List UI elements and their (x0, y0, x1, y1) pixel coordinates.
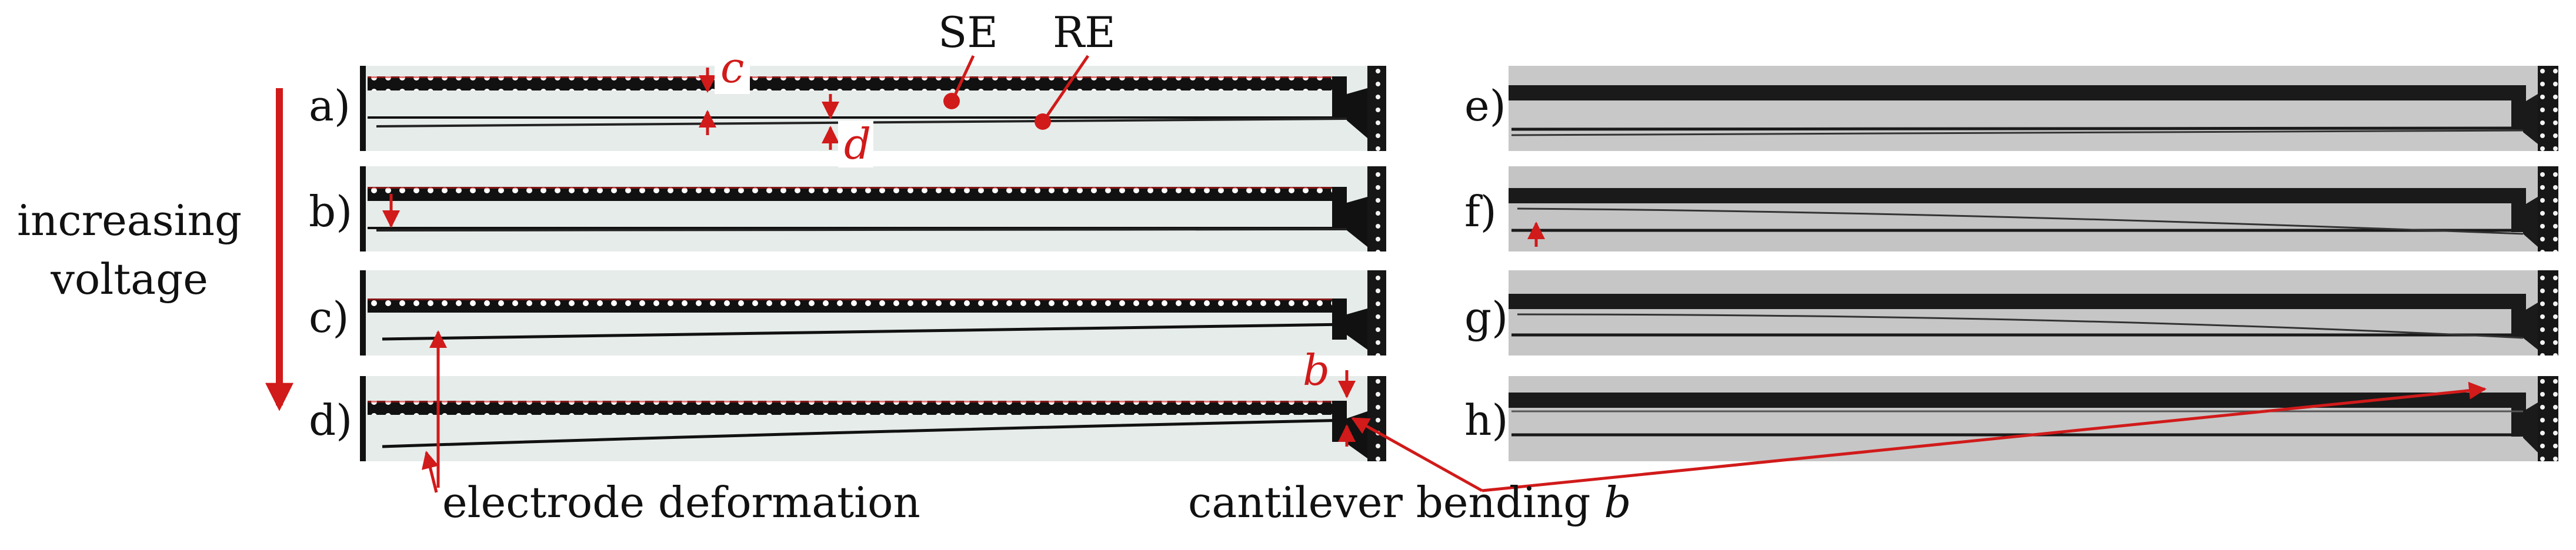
dot-SE (943, 93, 960, 109)
row-label-e: e) (1464, 81, 1506, 130)
annotation-c: c (720, 43, 744, 92)
leader-RE (1042, 55, 1090, 122)
cantilever-caption: cantilever bending b (1188, 478, 1631, 527)
row-label-d: d) (309, 395, 352, 445)
label-RE: RE (1053, 8, 1116, 57)
row-label-c: c) (309, 293, 349, 342)
annotation-d: d (844, 119, 871, 169)
row-label-f: f) (1464, 187, 1497, 236)
dot-RE (1035, 113, 1051, 130)
right-row-g (1509, 270, 2558, 356)
left-row-d (360, 376, 1386, 461)
row-label-b: b) (309, 187, 352, 236)
leader-SE (951, 55, 975, 101)
label-electrode-deformation: electrode deformation (442, 478, 920, 527)
annotation-d-bg (838, 120, 873, 167)
cantilever-caption-prefix: cantilever bending (1188, 478, 1604, 527)
cantilever-arrow-left (1351, 417, 1483, 492)
axis-label-line1: increasing (17, 196, 242, 245)
left-row-a (360, 66, 1386, 151)
left-row-b (360, 166, 1386, 251)
annotation-c-bg (715, 47, 750, 94)
axis-label-line2: voltage (50, 254, 208, 304)
row-label-g: g) (1464, 293, 1508, 342)
cantilever-caption-symbol: b (1604, 478, 1631, 527)
label-SE: SE (938, 8, 998, 57)
row-label-h: h) (1464, 395, 1508, 445)
row-label-a: a) (309, 81, 351, 130)
right-row-f (1509, 166, 2558, 251)
annotation-b: b (1303, 346, 1330, 395)
right-row-h (1509, 376, 2558, 461)
right-row-e (1509, 66, 2558, 151)
left-row-c (360, 270, 1386, 356)
deformation-arrow-d (421, 451, 439, 493)
cantilever-arrow-right (1481, 381, 2487, 492)
